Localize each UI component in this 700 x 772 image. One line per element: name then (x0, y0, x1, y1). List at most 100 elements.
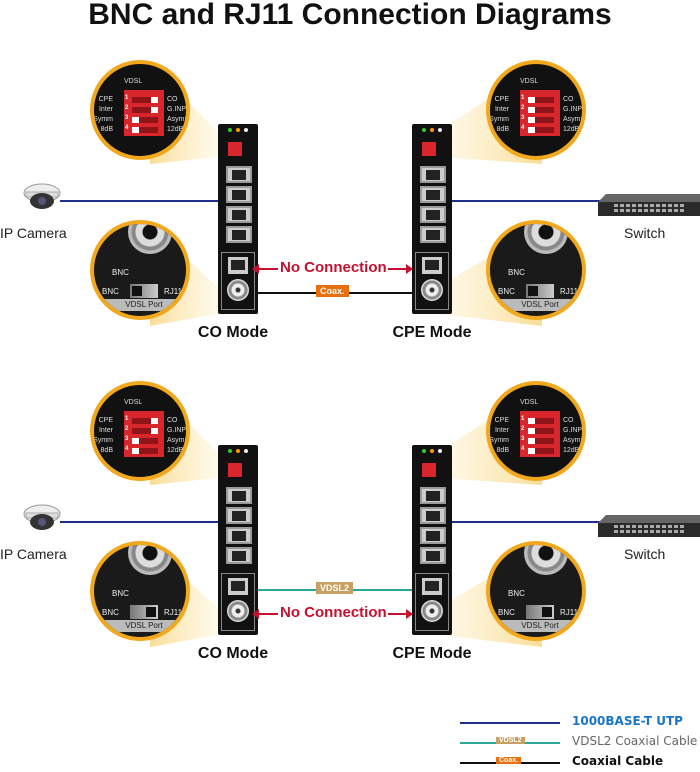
dip-switch-3[interactable] (528, 438, 554, 444)
slider-right-label: RJ11 (164, 608, 183, 617)
rj45-port[interactable] (226, 507, 252, 524)
dip-left-label: 8dB (496, 126, 509, 133)
rj45-port[interactable] (226, 547, 252, 564)
bnc-connector-icon (128, 224, 172, 254)
rj11-port[interactable] (228, 578, 248, 595)
bnc-rj11-selector[interactable] (130, 284, 158, 298)
arrow-right (388, 613, 408, 615)
rj11-port[interactable] (228, 257, 248, 274)
bnc-port[interactable] (227, 279, 249, 301)
page-title: BNC and RJ11 Connection Diagrams (88, 0, 612, 31)
dip-right-label: 12dB (167, 126, 184, 133)
dip-switch-1[interactable] (132, 418, 158, 424)
dip-right-label: CO (563, 96, 574, 103)
dip-switch-2[interactable] (528, 428, 554, 434)
dip-knob (151, 97, 158, 103)
rj45-port[interactable] (420, 527, 446, 544)
dip-switch-3[interactable] (132, 438, 158, 444)
rj45-port[interactable] (420, 186, 446, 203)
right-media-converter (412, 445, 452, 635)
dip-knob (132, 127, 139, 133)
rj45-port[interactable] (226, 186, 252, 203)
bnc-connector-icon (128, 545, 172, 575)
ip-camera-label: IP Camera (0, 225, 67, 241)
dip-switch-2[interactable] (528, 107, 554, 113)
bnc-label: BNC (508, 589, 525, 598)
dip-knob (528, 127, 535, 133)
dip-switch-1[interactable] (132, 97, 158, 103)
cable-tag: Coax. (316, 285, 349, 297)
vdsl-port-group (415, 252, 449, 310)
slider-left-label: BNC (498, 287, 515, 296)
rj11-port[interactable] (422, 578, 442, 595)
ip-camera-icon (22, 183, 62, 209)
bnc-connector-icon (524, 224, 568, 254)
rj45-port[interactable] (420, 487, 446, 504)
dip-left-label: Inter (98, 106, 113, 113)
led-indicator (228, 128, 232, 132)
dip-switch-2[interactable] (132, 428, 158, 434)
dip-switch-4[interactable] (528, 127, 554, 133)
rj45-port[interactable] (226, 487, 252, 504)
dip-knob (528, 97, 535, 103)
bnc-port[interactable] (421, 279, 443, 301)
led-indicator (244, 449, 248, 453)
no-connection-label: No Connection (280, 604, 387, 621)
rj45-port[interactable] (420, 547, 446, 564)
dip-switch-1[interactable] (528, 97, 554, 103)
dip-right-label: 12dB (563, 447, 580, 454)
dip-left-label: 8dB (496, 447, 509, 454)
bnc-label: BNC (112, 268, 129, 277)
rj11-port[interactable] (422, 257, 442, 274)
dip-switch-4[interactable] (132, 448, 158, 454)
utp-cable-left (60, 200, 220, 202)
rj45-port[interactable] (226, 527, 252, 544)
slider-left-label: BNC (102, 608, 119, 617)
bnc-port[interactable] (421, 600, 443, 622)
rj45-port[interactable] (420, 206, 446, 223)
arrowhead-right-icon (406, 264, 413, 274)
arrowhead-right-icon (406, 609, 413, 619)
bnc-port[interactable] (227, 600, 249, 622)
dip-switch-3[interactable] (528, 117, 554, 123)
dip-switch-3[interactable] (132, 117, 158, 123)
dip-switch-4[interactable] (132, 127, 158, 133)
dip-heading: VDSL (124, 78, 143, 85)
rj45-port[interactable] (420, 166, 446, 183)
bnc-rj11-selector[interactable] (130, 605, 158, 619)
dip-switch-2[interactable] (132, 107, 158, 113)
co-mode-label: CO Mode (197, 645, 269, 662)
legend-label: VDSL2 Coaxial Cable (572, 734, 698, 748)
utp-cable-right (452, 200, 600, 202)
vdsl-port-label: VDSL Port (490, 620, 582, 632)
legend-tag: Coax. (496, 757, 522, 764)
selector-knob (542, 607, 552, 617)
dip-heading: VDSL (124, 399, 143, 406)
legend-item-utp: 1000BASE-T UTP (0, 714, 700, 732)
bnc-rj11-selector[interactable] (526, 284, 554, 298)
dip-left-label: Symm (489, 116, 509, 123)
dip-knob (528, 438, 535, 444)
dip-right-label: CO (563, 417, 574, 424)
led-indicator (438, 128, 442, 132)
slider-left-label: BNC (102, 287, 119, 296)
utp-cable-right (452, 521, 600, 523)
bnc-rj11-selector[interactable] (526, 605, 554, 619)
rj45-port[interactable] (226, 206, 252, 223)
dip-switch-4[interactable] (528, 448, 554, 454)
rj45-port[interactable] (226, 166, 252, 183)
dip-switch-1[interactable] (528, 418, 554, 424)
left-media-converter (218, 124, 258, 314)
rj45-port[interactable] (420, 507, 446, 524)
rj45-port[interactable] (226, 226, 252, 243)
dip-number: 2 (125, 426, 129, 432)
rj45-port[interactable] (420, 226, 446, 243)
dip-knob (151, 107, 158, 113)
